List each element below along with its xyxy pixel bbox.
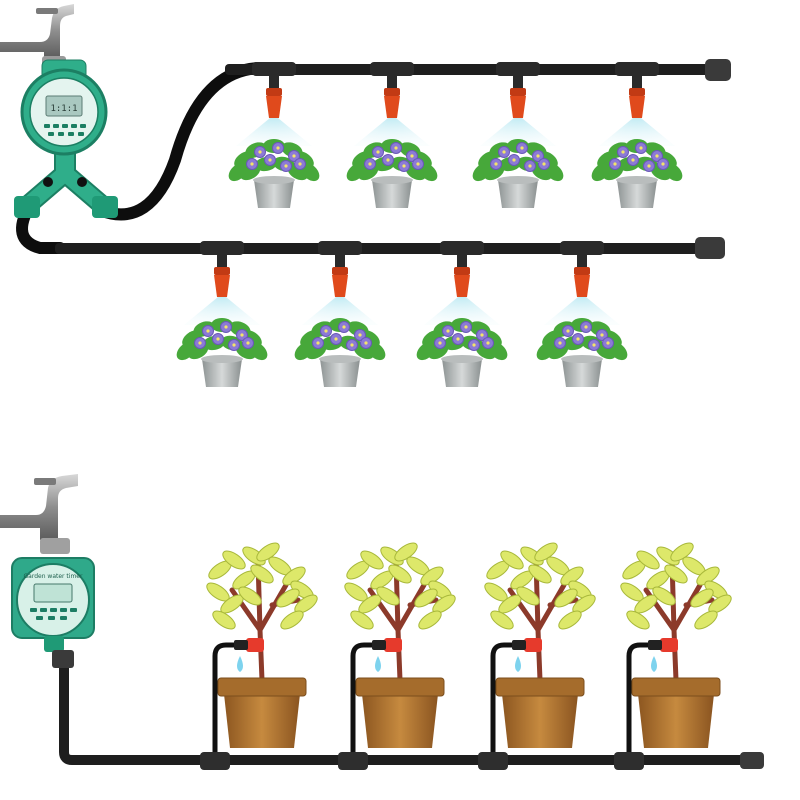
spray-nozzle-icon — [454, 267, 470, 297]
hanging-pot — [176, 241, 268, 387]
timer-top-screen: 1:1:1 — [50, 104, 77, 114]
spray-nozzle-icon — [384, 88, 400, 118]
lower-pipe — [55, 243, 705, 254]
hanging-pot — [536, 241, 628, 387]
mist-spray — [480, 118, 556, 146]
water-drop-icon — [375, 656, 381, 672]
water-drop-icon — [237, 656, 243, 672]
potted-tree — [206, 542, 318, 683]
grey-pot — [498, 180, 538, 208]
hanging-pot — [294, 241, 386, 387]
grey-pot — [254, 180, 294, 208]
mist-spray — [354, 118, 430, 146]
flower-plant — [176, 318, 268, 361]
top-scene: 1:1:1 — [0, 4, 731, 387]
mist-spray — [236, 118, 312, 146]
terracotta-pot — [362, 694, 438, 748]
drip-tube — [490, 642, 526, 752]
hanging-pot — [228, 62, 320, 208]
drip-tube — [626, 642, 662, 752]
mist-spray — [599, 118, 675, 146]
drip-pot — [478, 542, 596, 770]
main-hose — [94, 62, 266, 221]
y-splitter — [14, 149, 118, 218]
potted-tree — [484, 542, 596, 683]
upper-pipe-end-cap — [705, 59, 731, 81]
dripper-icon — [372, 638, 402, 652]
flower-plant — [228, 139, 320, 182]
bottom-scene: Garden water timer — [0, 474, 764, 770]
faucet-icon — [0, 4, 74, 66]
mist-spray — [544, 297, 620, 325]
drip-pot-row — [200, 542, 732, 770]
hanging-pot — [346, 62, 438, 208]
flower-plant — [536, 318, 628, 361]
grey-pot — [372, 180, 412, 208]
faucet-icon — [0, 474, 78, 554]
terracotta-pot — [224, 694, 300, 748]
hanging-pot-row-lower — [176, 241, 628, 387]
drip-supply-pipe — [59, 668, 760, 765]
timer-bottom-label: Garden water timer — [24, 573, 83, 580]
spray-nozzle-icon — [574, 267, 590, 297]
mist-spray — [302, 297, 378, 325]
hanging-pot — [416, 241, 508, 387]
dripper-icon — [512, 638, 542, 652]
spray-nozzle-icon — [510, 88, 526, 118]
potted-tree — [344, 542, 456, 683]
flower-plant — [472, 139, 564, 182]
hanging-pot — [472, 62, 564, 208]
water-timer-bottom: Garden water timer — [11, 557, 95, 668]
drip-pot — [200, 542, 318, 770]
spray-nozzle-icon — [629, 88, 645, 118]
water-timer-top: 1:1:1 — [20, 59, 108, 156]
flower-plant — [294, 318, 386, 361]
terracotta-pot — [502, 694, 578, 748]
mist-spray — [184, 297, 260, 325]
dripper-icon — [234, 638, 264, 652]
terracotta-pot — [638, 694, 714, 748]
drip-pot — [338, 542, 456, 770]
grey-pot — [562, 359, 602, 387]
flower-plant — [591, 139, 683, 182]
hanging-pot — [591, 62, 683, 208]
spray-nozzle-icon — [266, 88, 282, 118]
drip-pipe-end-cap — [740, 752, 764, 769]
flower-plant — [416, 318, 508, 361]
potted-tree — [620, 542, 732, 683]
drip-pot — [614, 542, 732, 770]
lower-pipe-end-cap — [695, 237, 725, 259]
water-drop-icon — [651, 656, 657, 672]
flower-plant — [346, 139, 438, 182]
drip-tube — [212, 642, 248, 752]
grey-pot — [442, 359, 482, 387]
grey-pot — [617, 180, 657, 208]
spray-nozzle-icon — [214, 267, 230, 297]
water-drop-icon — [515, 656, 521, 672]
mist-spray — [424, 297, 500, 325]
grey-pot — [320, 359, 360, 387]
dripper-icon — [648, 638, 678, 652]
drip-tube — [350, 642, 386, 752]
grey-pot — [202, 359, 242, 387]
hanging-pot-row-upper — [228, 62, 683, 208]
spray-nozzle-icon — [332, 267, 348, 297]
upper-pipe — [225, 64, 720, 75]
